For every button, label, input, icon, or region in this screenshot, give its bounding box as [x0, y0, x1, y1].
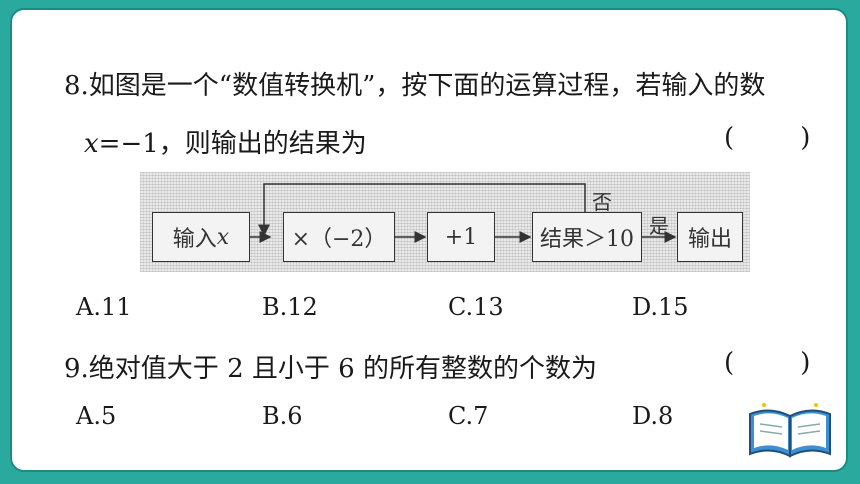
- q8-option-b: B.12: [262, 293, 318, 321]
- label-no: 否: [592, 190, 612, 214]
- q8-line1: 8.如图是一个“数值转换机”，按下面的运算过程，若输入的数: [64, 71, 766, 101]
- q9-line1: 9.绝对值大于 2 且小于 6 的所有整数的个数为: [64, 354, 597, 384]
- open-book-icon: [749, 403, 831, 458]
- q8-line2-rest: =−1，则输出的结果为: [98, 129, 367, 159]
- box-input-variable: x: [216, 224, 230, 250]
- q8-variable-x: x: [84, 129, 99, 159]
- q9-answer-paren: ( ): [724, 348, 811, 378]
- box-check: 结果＞10: [532, 212, 642, 262]
- q9-option-b: B.6: [262, 402, 303, 430]
- box-multiply: ×（−2）: [283, 212, 395, 262]
- q8-option-d: D.15: [632, 293, 689, 321]
- box-add: +1: [427, 212, 495, 262]
- q8-option-c: C.13: [448, 293, 504, 321]
- q8-line2: x=−1，则输出的结果为: [84, 123, 367, 160]
- q8-answer-paren: ( ): [724, 123, 811, 153]
- label-yes: 是: [649, 214, 669, 238]
- flowchart-arrows: [240, 183, 677, 243]
- q9-option-a: A.5: [76, 402, 117, 430]
- box-output: 输出: [677, 212, 743, 262]
- q8-option-a: A.11: [76, 293, 132, 321]
- box-input-label: 输入: [172, 227, 217, 252]
- q9-option-c: C.7: [448, 402, 489, 430]
- q9-option-d: D.8: [632, 402, 674, 430]
- question-card: 8.如图是一个“数值转换机”，按下面的运算过程，若输入的数 x=−1，则输出的结…: [10, 8, 848, 472]
- arrow-loop-back: [258, 183, 586, 237]
